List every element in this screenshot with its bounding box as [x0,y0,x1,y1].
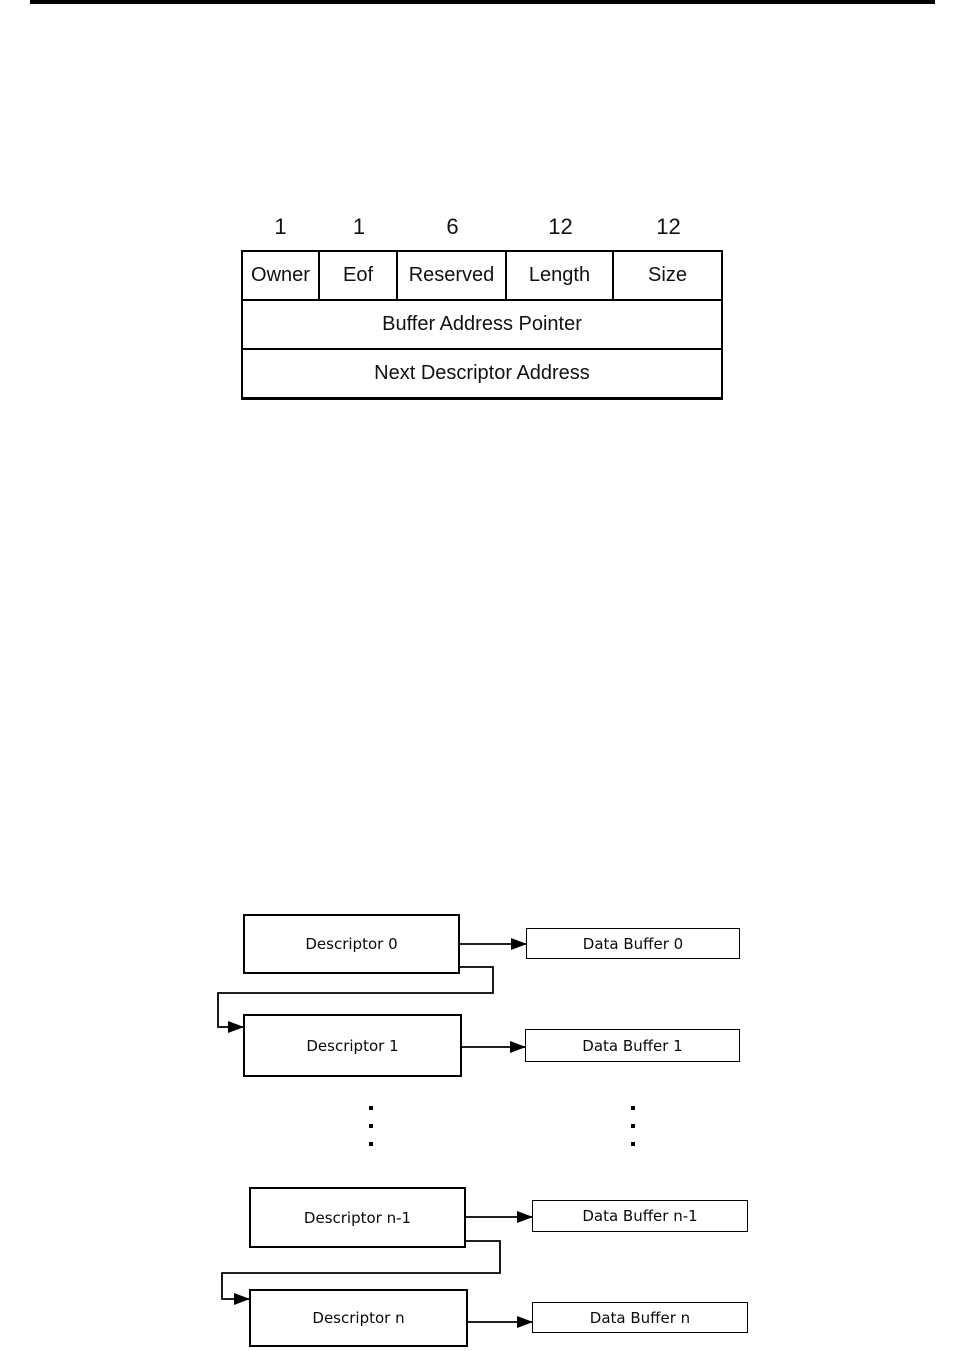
descriptor-1-box: Descriptor 1 [243,1014,462,1077]
field-cell-reserved: Reserved [398,252,507,299]
data-buffer-n-label: Data Buffer n [589,1308,691,1327]
ellipsis-dot [631,1142,635,1146]
page-top-rule [30,0,935,4]
next-descriptor-row: Next Descriptor Address [243,350,721,397]
vertical-ellipsis-right [631,1106,635,1146]
descriptor-1-label: Descriptor 1 [306,1036,399,1055]
field-header-row: Owner Eof Reserved Length Size [243,252,721,301]
buffer-address-label: Buffer Address Pointer [382,313,582,335]
descriptor-field-table: Owner Eof Reserved Length Size Buffer Ad… [241,250,723,400]
field-cell-length: Length [507,252,614,299]
bit-width-row: 1 1 6 12 12 [241,212,723,242]
data-buffer-1-label: Data Buffer 1 [582,1036,683,1055]
ellipsis-dot [631,1124,635,1128]
data-buffer-n-box: Data Buffer n [532,1302,748,1333]
ellipsis-dot [369,1124,373,1128]
bit-width-label: 12 [656,214,681,239]
descriptor-0-box: Descriptor 0 [243,914,460,974]
field-cell-size: Size [648,264,687,286]
descriptor-n-1-label: Descriptor n-1 [303,1208,412,1227]
bit-width-label: 12 [548,214,573,239]
ellipsis-dot [631,1106,635,1110]
buffer-address-row: Buffer Address Pointer [243,301,721,350]
data-buffer-n-1-box: Data Buffer n-1 [532,1200,748,1232]
ellipsis-dot [369,1106,373,1110]
descriptor-n-label: Descriptor n [312,1309,405,1327]
next-descriptor-label: Next Descriptor Address [374,362,590,384]
descriptor-0-label: Descriptor 0 [305,935,398,953]
field-cell-owner: Owner [243,252,320,299]
bit-width-label: 1 [274,214,287,239]
ellipsis-dot [369,1142,373,1146]
descriptor-n-1-box: Descriptor n-1 [249,1187,466,1248]
data-buffer-0-box: Data Buffer 0 [526,928,740,959]
field-cell-eof: Eof [320,252,398,299]
vertical-ellipsis-left [369,1106,373,1146]
data-buffer-1-box: Data Buffer 1 [525,1029,740,1062]
bit-width-label: 6 [446,214,459,239]
bit-width-label: 1 [352,214,366,239]
data-buffer-0-label: Data Buffer 0 [582,934,684,953]
descriptor-n-box: Descriptor n [249,1289,468,1347]
data-buffer-n-1-label: Data Buffer n-1 [582,1207,698,1225]
